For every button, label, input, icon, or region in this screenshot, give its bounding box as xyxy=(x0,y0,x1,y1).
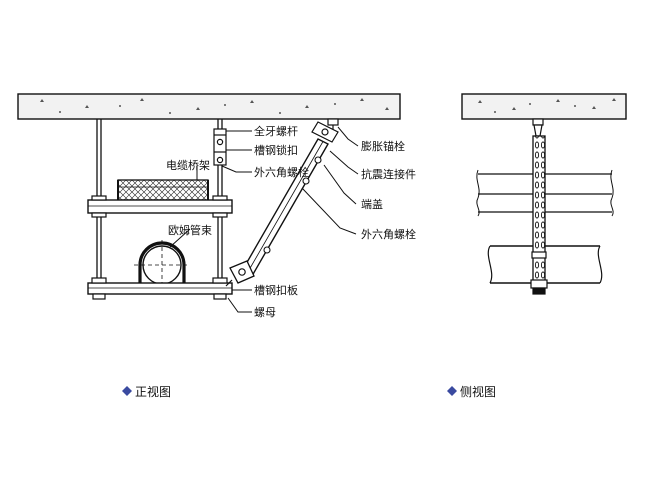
side-anchor xyxy=(532,118,544,137)
label-cable-tray: 电缆桥架 xyxy=(166,159,210,172)
label-seismic-connector: 抗震连接件 xyxy=(361,167,416,181)
lower-seismic-connector xyxy=(225,260,255,287)
caption-front-view: 正视图 xyxy=(135,384,171,399)
ceiling-slab-side xyxy=(461,93,627,120)
label-hex-bolt-brace: 外六角螺栓 xyxy=(361,227,416,241)
side-slotted-channel xyxy=(532,135,546,287)
channel-lock-bracket xyxy=(213,128,227,166)
label-channel-lock: 槽钢锁扣 xyxy=(254,143,298,157)
ceiling-slab-front xyxy=(17,93,401,120)
label-ohm-clamp: 欧姆管束 xyxy=(168,223,212,237)
seismic-brace xyxy=(241,138,329,277)
upper-channel-beam xyxy=(87,195,233,218)
caption-side-view: 侧视图 xyxy=(460,384,496,399)
front-view xyxy=(17,93,401,313)
expansion-anchor xyxy=(311,118,339,143)
pipe-and-ohm-clamp xyxy=(134,240,190,290)
leader-lines xyxy=(169,126,359,313)
side-view xyxy=(461,93,627,295)
label-full-thread-rod: 全牙螺杆 xyxy=(254,124,298,138)
front-view-caption: 正视图 xyxy=(122,384,171,399)
side-view-caption: 侧视图 xyxy=(447,384,496,399)
lower-channel-beam xyxy=(87,277,233,300)
side-joint-hardware xyxy=(530,251,548,295)
front-view-labels: 全牙螺杆 槽钢锁扣 外六角螺栓 电缆桥架 膨胀锚栓 抗震连接件 端盖 外六角螺栓… xyxy=(166,124,416,319)
label-expansion-anchor: 膨胀锚栓 xyxy=(361,139,405,153)
cable-tray xyxy=(117,179,209,201)
label-end-cap: 端盖 xyxy=(361,197,383,211)
label-channel-plate: 槽钢扣板 xyxy=(254,283,298,297)
label-nut: 螺母 xyxy=(254,306,276,319)
label-hex-bolt-top: 外六角螺栓 xyxy=(254,165,309,179)
